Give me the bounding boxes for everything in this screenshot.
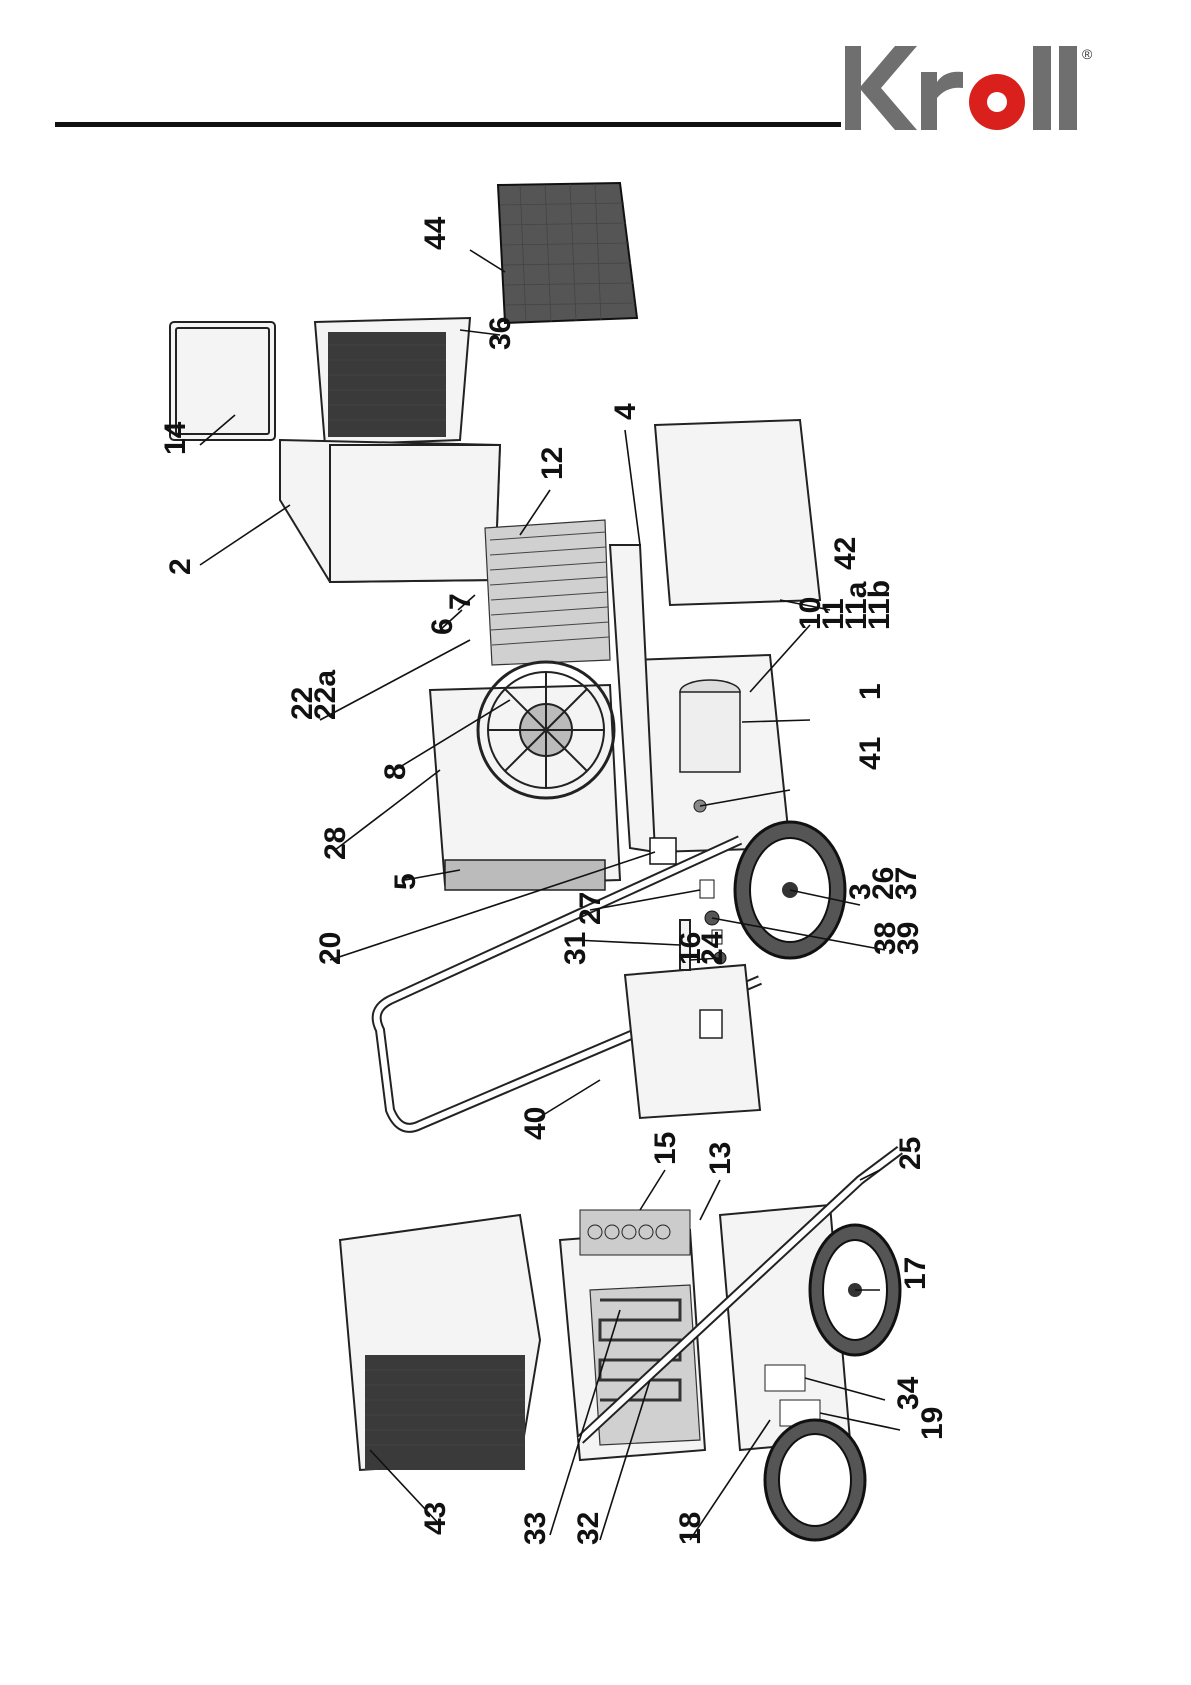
callout-37: 37 xyxy=(890,867,923,900)
callout-7: 7 xyxy=(444,593,477,610)
callout-4: 4 xyxy=(609,403,642,420)
callout-42: 42 xyxy=(829,537,862,570)
callout-33: 33 xyxy=(519,1512,552,1545)
callout-1: 1 xyxy=(854,683,887,700)
callout-27: 27 xyxy=(574,892,607,925)
fan-assembly-8 xyxy=(430,662,620,885)
callout-36: 36 xyxy=(484,317,517,350)
part-27 xyxy=(700,880,714,898)
coil-15 xyxy=(580,1210,690,1255)
callout-43: 43 xyxy=(419,1502,452,1535)
filter-panel-44 xyxy=(498,183,637,323)
callout-32: 32 xyxy=(572,1512,605,1545)
callout-12: 12 xyxy=(536,447,569,480)
callout-2: 2 xyxy=(164,558,197,575)
callout-5: 5 xyxy=(389,873,422,890)
callout-18: 18 xyxy=(674,1512,707,1545)
callout-20: 20 xyxy=(314,932,347,965)
side-panel xyxy=(655,420,820,605)
callout-44: 44 xyxy=(419,216,452,250)
callout-15: 15 xyxy=(649,1132,682,1165)
front-grille-36 xyxy=(315,318,470,445)
callout-22a: 22a xyxy=(309,670,342,720)
condenser-grille-5 xyxy=(445,860,605,890)
control-box xyxy=(625,965,760,1118)
callout-11b: 11b xyxy=(863,580,896,630)
condenser-coil-12 xyxy=(485,520,610,665)
callout-39: 39 xyxy=(892,922,925,955)
callout-34: 34 xyxy=(892,1376,925,1410)
callout-6: 6 xyxy=(426,618,459,635)
callout-31: 31 xyxy=(559,932,592,965)
callout-8: 8 xyxy=(379,763,412,780)
callout-24: 24 xyxy=(696,931,729,965)
callout-13: 13 xyxy=(704,1142,737,1175)
callout-28: 28 xyxy=(319,827,352,860)
callout-14: 14 xyxy=(159,421,192,455)
callout-19: 19 xyxy=(916,1407,949,1440)
rear-cover-43 xyxy=(340,1215,540,1470)
wheel-rear xyxy=(765,1420,865,1540)
callout-17: 17 xyxy=(899,1257,932,1290)
callout-25: 25 xyxy=(894,1137,927,1170)
part-20 xyxy=(650,838,676,864)
callout-41: 41 xyxy=(854,737,887,770)
callout-40: 40 xyxy=(519,1107,552,1140)
